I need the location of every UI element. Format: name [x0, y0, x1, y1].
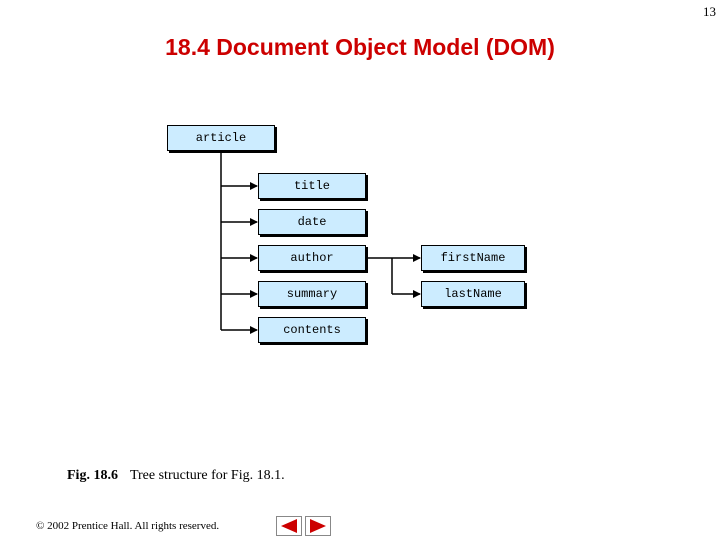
- slide-title: 18.4 Document Object Model (DOM): [165, 34, 555, 60]
- node-author: author: [258, 245, 366, 271]
- node-firstname: firstName: [421, 245, 525, 271]
- node-lastname: lastName: [421, 281, 525, 307]
- figure-label: Fig. 18.6: [67, 468, 118, 483]
- node-contents: contents: [258, 317, 366, 343]
- arrow-right-icon: [310, 519, 326, 533]
- previous-slide-button[interactable]: [276, 516, 302, 536]
- next-slide-button[interactable]: [305, 516, 331, 536]
- arrow-left-icon: [281, 519, 297, 533]
- node-title: title: [258, 173, 366, 199]
- copyright-notice: © 2002 Prentice Hall. All rights reserve…: [36, 520, 220, 532]
- figure-caption-text: Tree structure for Fig. 18.1.: [129, 468, 285, 483]
- node-summary: summary: [258, 281, 366, 307]
- node-date: date: [258, 209, 366, 235]
- figure-caption: Fig. 18.6 Tree structure for Fig. 18.1.: [67, 468, 285, 484]
- page-number: 13: [703, 4, 716, 19]
- slide-navigation: [276, 516, 331, 536]
- node-article: article: [167, 125, 275, 151]
